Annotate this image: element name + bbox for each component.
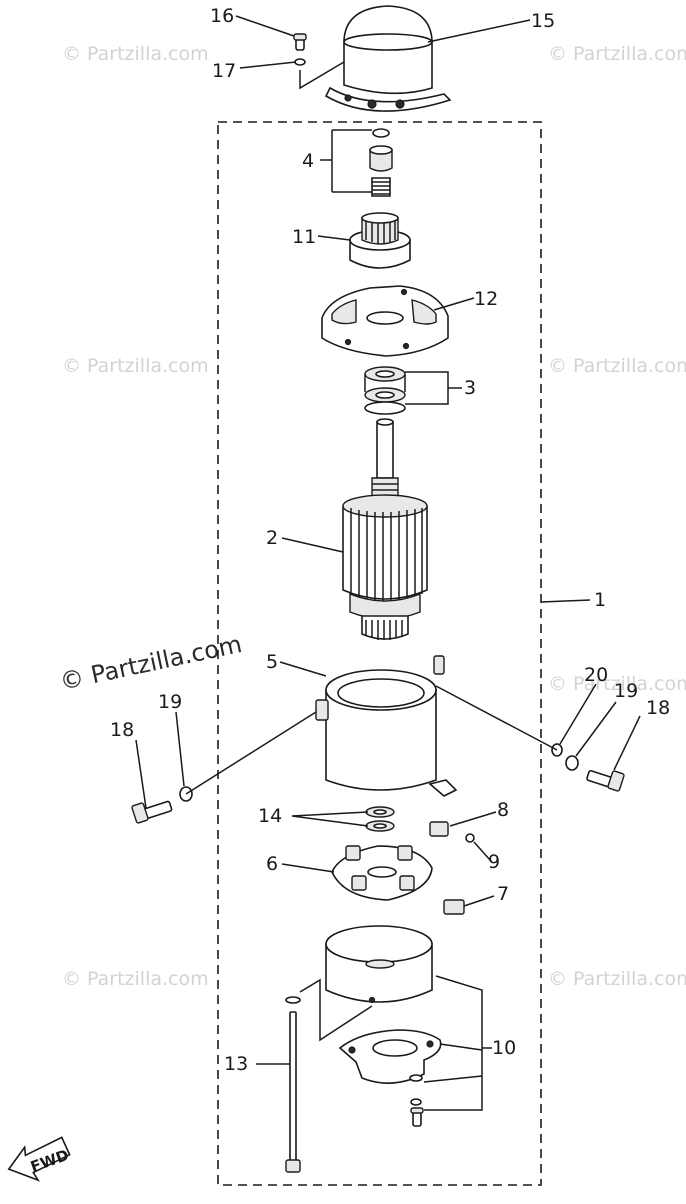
bolt-part-18-left (131, 800, 173, 824)
clutch-housing-part-12 (321, 285, 449, 357)
callout-19-right: 19 (614, 680, 638, 702)
rear-cover-part-10 (325, 925, 442, 1127)
washer-part-19-right (565, 755, 579, 771)
callout-1: 1 (594, 589, 606, 611)
callout-18-right: 18 (646, 697, 670, 719)
pinion-part-11 (349, 212, 411, 269)
callout-2: 2 (266, 527, 278, 549)
callout-4: 4 (302, 150, 314, 172)
screw-part-16 (293, 33, 307, 51)
stopper-group-part-4 (369, 128, 393, 197)
callout-20: 20 (584, 664, 608, 686)
watermark: © Partzilla.com (62, 355, 209, 377)
callout-13: 13 (224, 1053, 248, 1075)
callout-8: 8 (497, 799, 509, 821)
fwd-arrow: FWD (7, 1136, 71, 1182)
callout-11: 11 (292, 226, 316, 248)
brush-part-7 (443, 899, 465, 915)
brush-part-8 (429, 821, 449, 837)
washer-part-17 (294, 58, 306, 66)
yoke-part-5 (315, 655, 458, 797)
brush-holder-part-6 (331, 845, 433, 901)
callout-12: 12 (474, 288, 498, 310)
end-cap-part-15 (324, 5, 452, 112)
callout-7: 7 (497, 883, 509, 905)
callout-16: 16 (210, 5, 234, 27)
leader-lines (135, 15, 641, 1111)
watermark-main: © Partzilla.com (57, 630, 244, 696)
callout-3: 3 (464, 377, 476, 399)
through-bolt-part-13 (285, 996, 301, 1173)
washer-set-part-14 (365, 806, 395, 832)
watermark: © Partzilla.com (548, 673, 686, 695)
watermark: © Partzilla.com (62, 43, 209, 65)
callout-18-left: 18 (110, 719, 134, 741)
callout-5: 5 (266, 651, 278, 673)
watermark: © Partzilla.com (62, 968, 209, 990)
armature-part-2 (342, 418, 428, 640)
callout-19-left: 19 (158, 691, 182, 713)
watermark: © Partzilla.com (548, 43, 686, 65)
callout-9: 9 (488, 851, 500, 873)
watermark: © Partzilla.com (548, 968, 686, 990)
callout-15: 15 (531, 10, 555, 32)
assembly-boundary (217, 121, 542, 1186)
screw-part-9 (465, 833, 475, 843)
bolt-part-18-right (586, 769, 625, 792)
callout-14: 14 (258, 805, 282, 827)
spring-washers-part-3 (364, 366, 406, 415)
callout-10: 10 (492, 1037, 516, 1059)
watermark: © Partzilla.com (548, 355, 686, 377)
callouts: 16 15 17 4 11 12 3 2 1 5 20 19 18 18 19 … (110, 5, 670, 1075)
callout-17: 17 (212, 60, 236, 82)
callout-6: 6 (266, 853, 278, 875)
